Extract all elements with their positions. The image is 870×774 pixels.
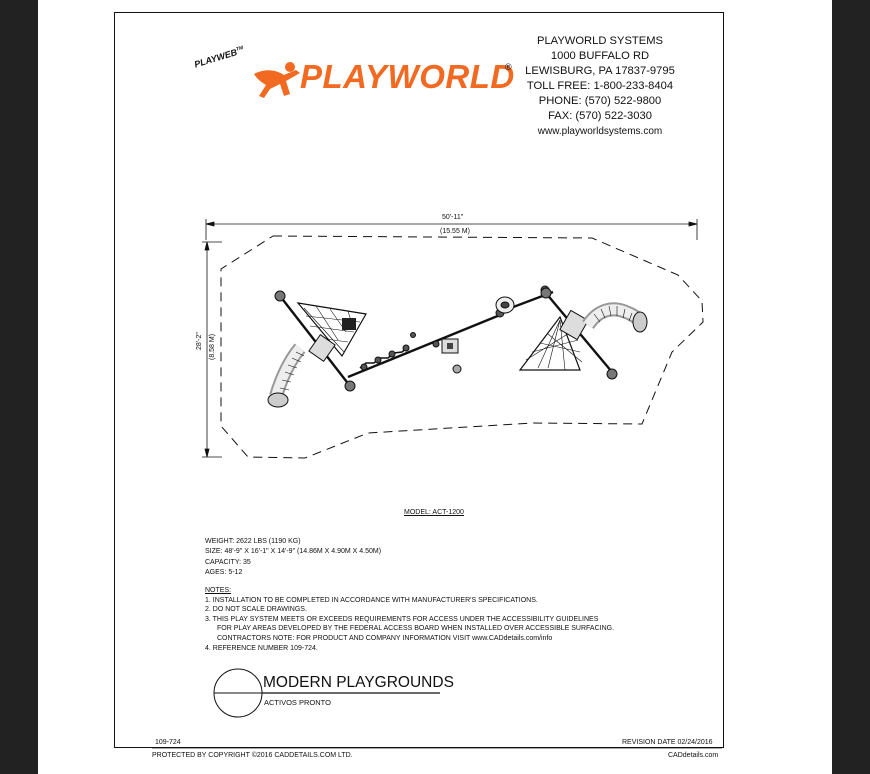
- title-block-border: [114, 12, 724, 748]
- size-spec: SIZE: 48'-9" X 16'-1" X 14'-9" (14.86M X…: [205, 548, 382, 555]
- note-1: 1. INSTALLATION TO BE COMPLETED IN ACCOR…: [205, 596, 538, 604]
- reference-number: 109-724: [155, 739, 181, 746]
- drawing-title: MODERN PLAYGROUNDS: [263, 674, 454, 691]
- playworld-figure-logo: [254, 62, 300, 98]
- registered-mark: ®: [505, 62, 512, 72]
- company-street: 1000 BUFFALO RD: [550, 50, 650, 62]
- ages-spec: AGES: 5-12: [205, 569, 243, 576]
- width-dimension-label: 50'-11": [442, 214, 464, 221]
- weight-spec: WEIGHT: 2622 LBS (1190 KG): [205, 538, 301, 545]
- company-phone: PHONE: (570) 522-9800: [538, 95, 662, 107]
- notes-heading: NOTES:: [205, 587, 232, 594]
- copyright-notice: PROTECTED BY COPYRIGHT ©2016 CADDETAILS.…: [152, 752, 353, 759]
- company-address-block: PLAYWORLD SYSTEMS 1000 BUFFALO RD LEWISB…: [491, 34, 709, 139]
- company-name: PLAYWORLD SYSTEMS: [537, 35, 663, 47]
- model-number: MODEL: ACT-1200: [404, 509, 464, 516]
- note-3-cont: FOR PLAY AREAS DEVELOPED BY THE FEDERAL …: [217, 625, 615, 633]
- drawing-subtitle: ACTIVOS PRONTO: [264, 698, 331, 707]
- height-dimension-label: 28'-2": [196, 332, 203, 350]
- company-fax: FAX: (570) 522-3030: [548, 110, 652, 122]
- drawing-sheet: [38, 0, 832, 774]
- note-3: 3. THIS PLAY SYSTEM MEETS OR EXCEEDS REQ…: [205, 615, 599, 623]
- notes-block: NOTES: 1. INSTALLATION TO BE COMPLETED I…: [205, 586, 614, 653]
- caddetails-site: CADdetails.com: [668, 752, 719, 759]
- wordmark-text: PLAYWORLD: [300, 58, 515, 95]
- height-metric-label: (8.58 M): [209, 333, 216, 360]
- capacity-spec: CAPACITY: 35: [205, 559, 251, 566]
- width-metric-label: (15.55 M): [440, 228, 470, 235]
- playworld-wordmark: PLAYWORLD: [300, 58, 515, 96]
- company-city: LEWISBURG, PA 17837-9795: [525, 65, 675, 77]
- revision-date: REVISION DATE 02/24/2016: [622, 739, 713, 746]
- company-tollfree: TOLL FREE: 1-800-233-8404: [526, 80, 674, 92]
- note-4: 4. REFERENCE NUMBER 109-724.: [205, 644, 318, 652]
- note-3-contractor: CONTRACTORS NOTE: FOR PRODUCT AND COMPAN…: [217, 634, 553, 642]
- company-website: www.playworldsystems.com: [537, 126, 663, 137]
- note-2: 2. DO NOT SCALE DRAWINGS.: [205, 606, 307, 614]
